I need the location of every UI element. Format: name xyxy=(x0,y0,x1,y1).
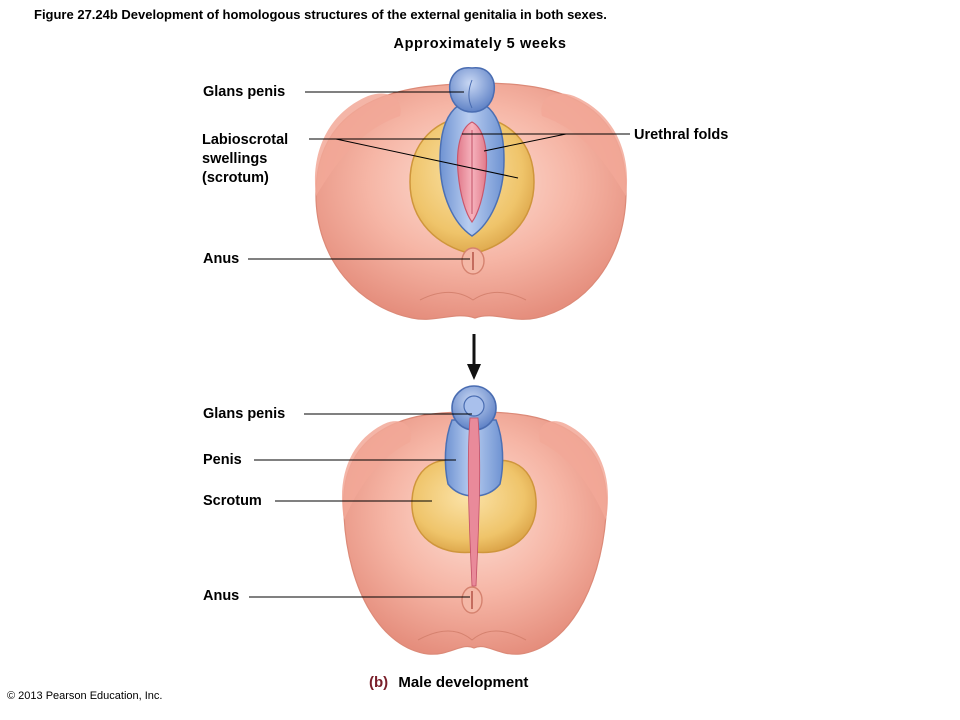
top-buttocks-line xyxy=(419,292,527,301)
label-labioscrotal-line3: (scrotum) xyxy=(202,170,269,186)
panel-letter: (b) xyxy=(369,674,389,691)
label-penis: Penis xyxy=(203,452,242,468)
label-labioscrotal-swellings: Labioscrotal swellings (scrotum) xyxy=(202,131,288,188)
bottom-leader-lines xyxy=(249,413,472,598)
top-glans xyxy=(448,67,496,113)
figure-caption: Figure 27.24b Development of homologous … xyxy=(34,7,607,22)
top-right-thigh xyxy=(541,93,628,196)
label-scrotum: Scrotum xyxy=(203,493,262,509)
label-labioscrotal-line2: swellings xyxy=(202,151,268,167)
label-anus-top: Anus xyxy=(203,251,240,267)
label-urethral-folds: Urethral folds xyxy=(634,127,729,143)
panel-label: (b) Male development xyxy=(369,674,528,691)
top-embryo-drawing xyxy=(314,67,628,320)
copyright-notice: © 2013 Pearson Education, Inc. xyxy=(7,690,163,702)
bottom-raphe xyxy=(467,417,481,587)
development-arrow xyxy=(467,334,481,380)
leader-urethral-b xyxy=(483,133,567,152)
bottom-male-drawing xyxy=(341,385,609,655)
leader-labio-2 xyxy=(335,138,519,179)
bottom-buttocks-line xyxy=(417,630,527,641)
label-glans-penis-top: Glans penis xyxy=(203,84,286,100)
top-left-thigh xyxy=(314,93,401,196)
panel-title: Male development xyxy=(398,674,529,691)
label-labioscrotal-line1: Labioscrotal xyxy=(202,132,289,148)
bottom-glans-meatus xyxy=(463,395,485,417)
stage-title: Approximately 5 weeks xyxy=(393,36,567,52)
top-glans-cleft xyxy=(468,79,473,109)
bottom-right-thigh xyxy=(539,421,609,520)
top-leader-lines xyxy=(248,91,630,260)
bottom-left-thigh xyxy=(341,421,411,520)
label-glans-penis-bottom: Glans penis xyxy=(203,406,286,422)
label-anus-bottom: Anus xyxy=(203,588,240,604)
